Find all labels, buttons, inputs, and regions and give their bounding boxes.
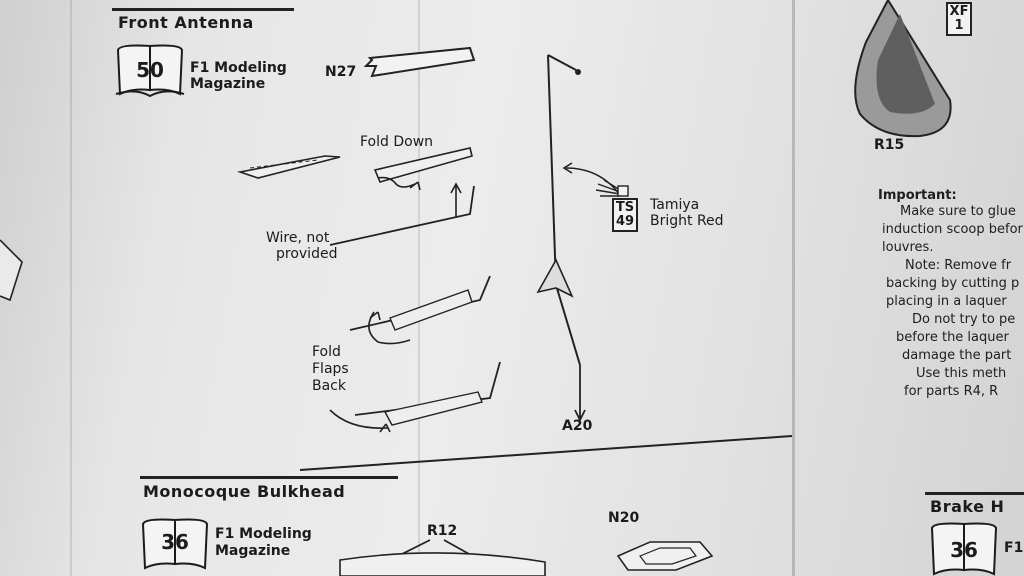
note-line: Do not try to pe — [912, 312, 1016, 327]
paint-name-line2: Bright Red — [650, 213, 724, 229]
note-line: for parts R4, R — [904, 384, 999, 399]
spray-can-icon — [595, 179, 629, 197]
magazine-issue-number-3: 36 — [950, 538, 978, 562]
wire-label-line1: Wire, not — [266, 230, 330, 246]
paint-code-bottom-xf: 1 — [954, 18, 964, 33]
part-label-n20: N20 — [608, 510, 640, 526]
magazine-title-line2-2: Magazine — [215, 543, 291, 559]
note-line: Use this meth — [916, 366, 1007, 381]
paint-code-badge-xf1: XF 1 — [946, 2, 972, 36]
brake-heading: Brake H — [930, 497, 1005, 516]
monocoque-heading: Monocoque Bulkhead — [143, 482, 346, 501]
front-antenna-heading: Front Antenna — [118, 13, 254, 32]
note-line: induction scoop befor — [882, 222, 1023, 237]
wire-shape — [329, 185, 475, 246]
heading-rule-brake — [925, 492, 1024, 495]
paint-name-line1: Tamiya — [650, 197, 700, 213]
heading-rule-monocoque — [140, 476, 398, 479]
magazine-book-icon — [115, 44, 185, 98]
note-line: Note: Remove fr — [905, 258, 1012, 273]
paper-fold-right — [792, 0, 795, 576]
note-line: placing in a laquer — [886, 294, 1007, 309]
paper-fold-left — [70, 0, 72, 576]
fold-down-label: Fold Down — [360, 134, 434, 150]
part-label-n27: N27 — [325, 64, 357, 80]
part-label-r12: R12 — [427, 523, 458, 539]
antenna-a20 — [547, 54, 581, 366]
paint-code-badge: TS 49 — [612, 198, 638, 232]
magazine-title-prefix-3: F1 — [1004, 540, 1024, 556]
paint-code-top: TS — [615, 200, 635, 215]
heading-rule-top — [112, 8, 294, 11]
flap-piece-2 — [373, 147, 473, 183]
magazine-book-icon-3 — [930, 522, 998, 576]
part-label-a20: A20 — [562, 418, 593, 434]
important-title: Important: — [878, 188, 957, 203]
magazine-title-line1-2: F1 Modeling — [215, 526, 312, 542]
note-line: backing by cutting p — [886, 276, 1020, 291]
note-line: before the laquer — [896, 330, 1009, 345]
magazine-title-line1: F1 Modeling — [190, 60, 287, 76]
fold-flaps-line2: Flaps — [312, 361, 349, 377]
paint-code-bottom: 49 — [615, 214, 635, 229]
magazine-title-line2: Magazine — [190, 76, 266, 92]
note-line: louvres. — [882, 240, 934, 255]
part-n27-shape — [363, 46, 476, 78]
note-line: damage the part — [902, 348, 1012, 363]
part-label-r15: R15 — [874, 137, 905, 153]
fold-flaps-line3: Back — [312, 378, 346, 394]
louvre-vent-r15 — [854, 0, 952, 138]
paint-code-top-xf: XF — [949, 4, 969, 19]
magazine-issue-number: 50 — [136, 58, 164, 82]
section-divider — [299, 435, 793, 471]
flap-piece-1 — [236, 155, 341, 179]
note-line: Make sure to glue — [900, 204, 1016, 219]
part-r12-shape — [339, 552, 546, 576]
wire-label-line2: provided — [276, 246, 338, 262]
part-n20-shape — [616, 541, 714, 571]
fold-flaps-line1: Fold — [312, 344, 341, 360]
paper-fold-center — [418, 0, 420, 576]
magazine-book-icon-2 — [141, 518, 209, 570]
magazine-issue-number-2: 36 — [161, 530, 189, 554]
